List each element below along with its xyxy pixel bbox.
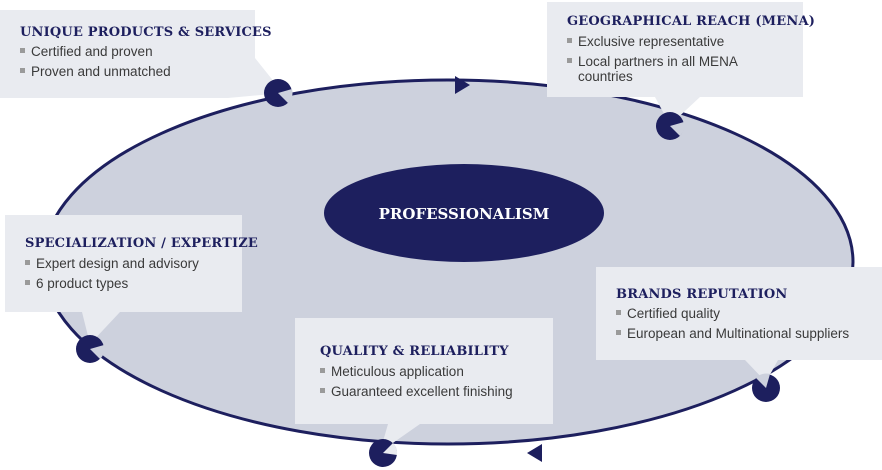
callout-item: Guaranteed excellent finishing [331,384,513,399]
callout-brands-reputation: BRANDS REPUTATION Certified quality Euro… [596,267,882,382]
bullet-icon [567,38,572,43]
callout-box [295,318,553,452]
callout-box [547,2,803,125]
callout-box [0,10,283,98]
callout-item: European and Multinational suppliers [627,326,849,341]
callout-box [5,215,242,344]
callout-item: Exclusive representative [578,34,724,49]
callout-item: 6 product types [36,276,129,291]
bullet-icon [320,368,325,373]
ring-node-icon [752,373,780,402]
bullet-icon [25,280,30,285]
callout-quality-reliability: QUALITY & RELIABILITY Meticulous applica… [295,318,553,452]
bullet-icon [616,310,621,315]
bullet-icon [20,68,25,73]
ring-node-icon [369,439,398,467]
center-label: PROFESSIONALISM [379,205,550,223]
bullet-icon [616,330,621,335]
callout-item: Expert design and advisory [36,256,199,271]
callout-item: Local partners in all MENA countries [578,54,741,84]
callout-title: GEOGRAPHICAL REACH (MENA) [567,14,815,29]
center-ellipse [324,164,604,262]
callout-title: SPECIALIZATION / EXPERTIZE [25,236,258,251]
ring-node-icon [76,335,105,363]
bullet-icon [25,260,30,265]
ring-node-icon [656,112,685,140]
arrow-left-icon [527,444,542,462]
bullet-icon [320,388,325,393]
callout-unique-products: UNIQUE PRODUCTS & SERVICES Certified and… [0,10,283,98]
ring-node-icon [264,79,293,107]
callout-geographical-reach: GEOGRAPHICAL REACH (MENA) Exclusive repr… [547,2,815,125]
callout-specialization: SPECIALIZATION / EXPERTIZE Expert design… [5,215,258,344]
bullet-icon [567,58,572,63]
callout-title: BRANDS REPUTATION [616,287,787,302]
callout-item: Certified quality [627,306,720,321]
arrow-right-icon [455,76,470,94]
callout-item: Certified and proven [31,44,153,59]
callout-title: QUALITY & RELIABILITY [320,344,509,359]
callout-title: UNIQUE PRODUCTS & SERVICES [20,25,272,40]
callout-item: Proven and unmatched [31,64,171,79]
callout-box [596,267,882,382]
callout-item: Meticulous application [331,364,464,379]
bullet-icon [20,48,25,53]
